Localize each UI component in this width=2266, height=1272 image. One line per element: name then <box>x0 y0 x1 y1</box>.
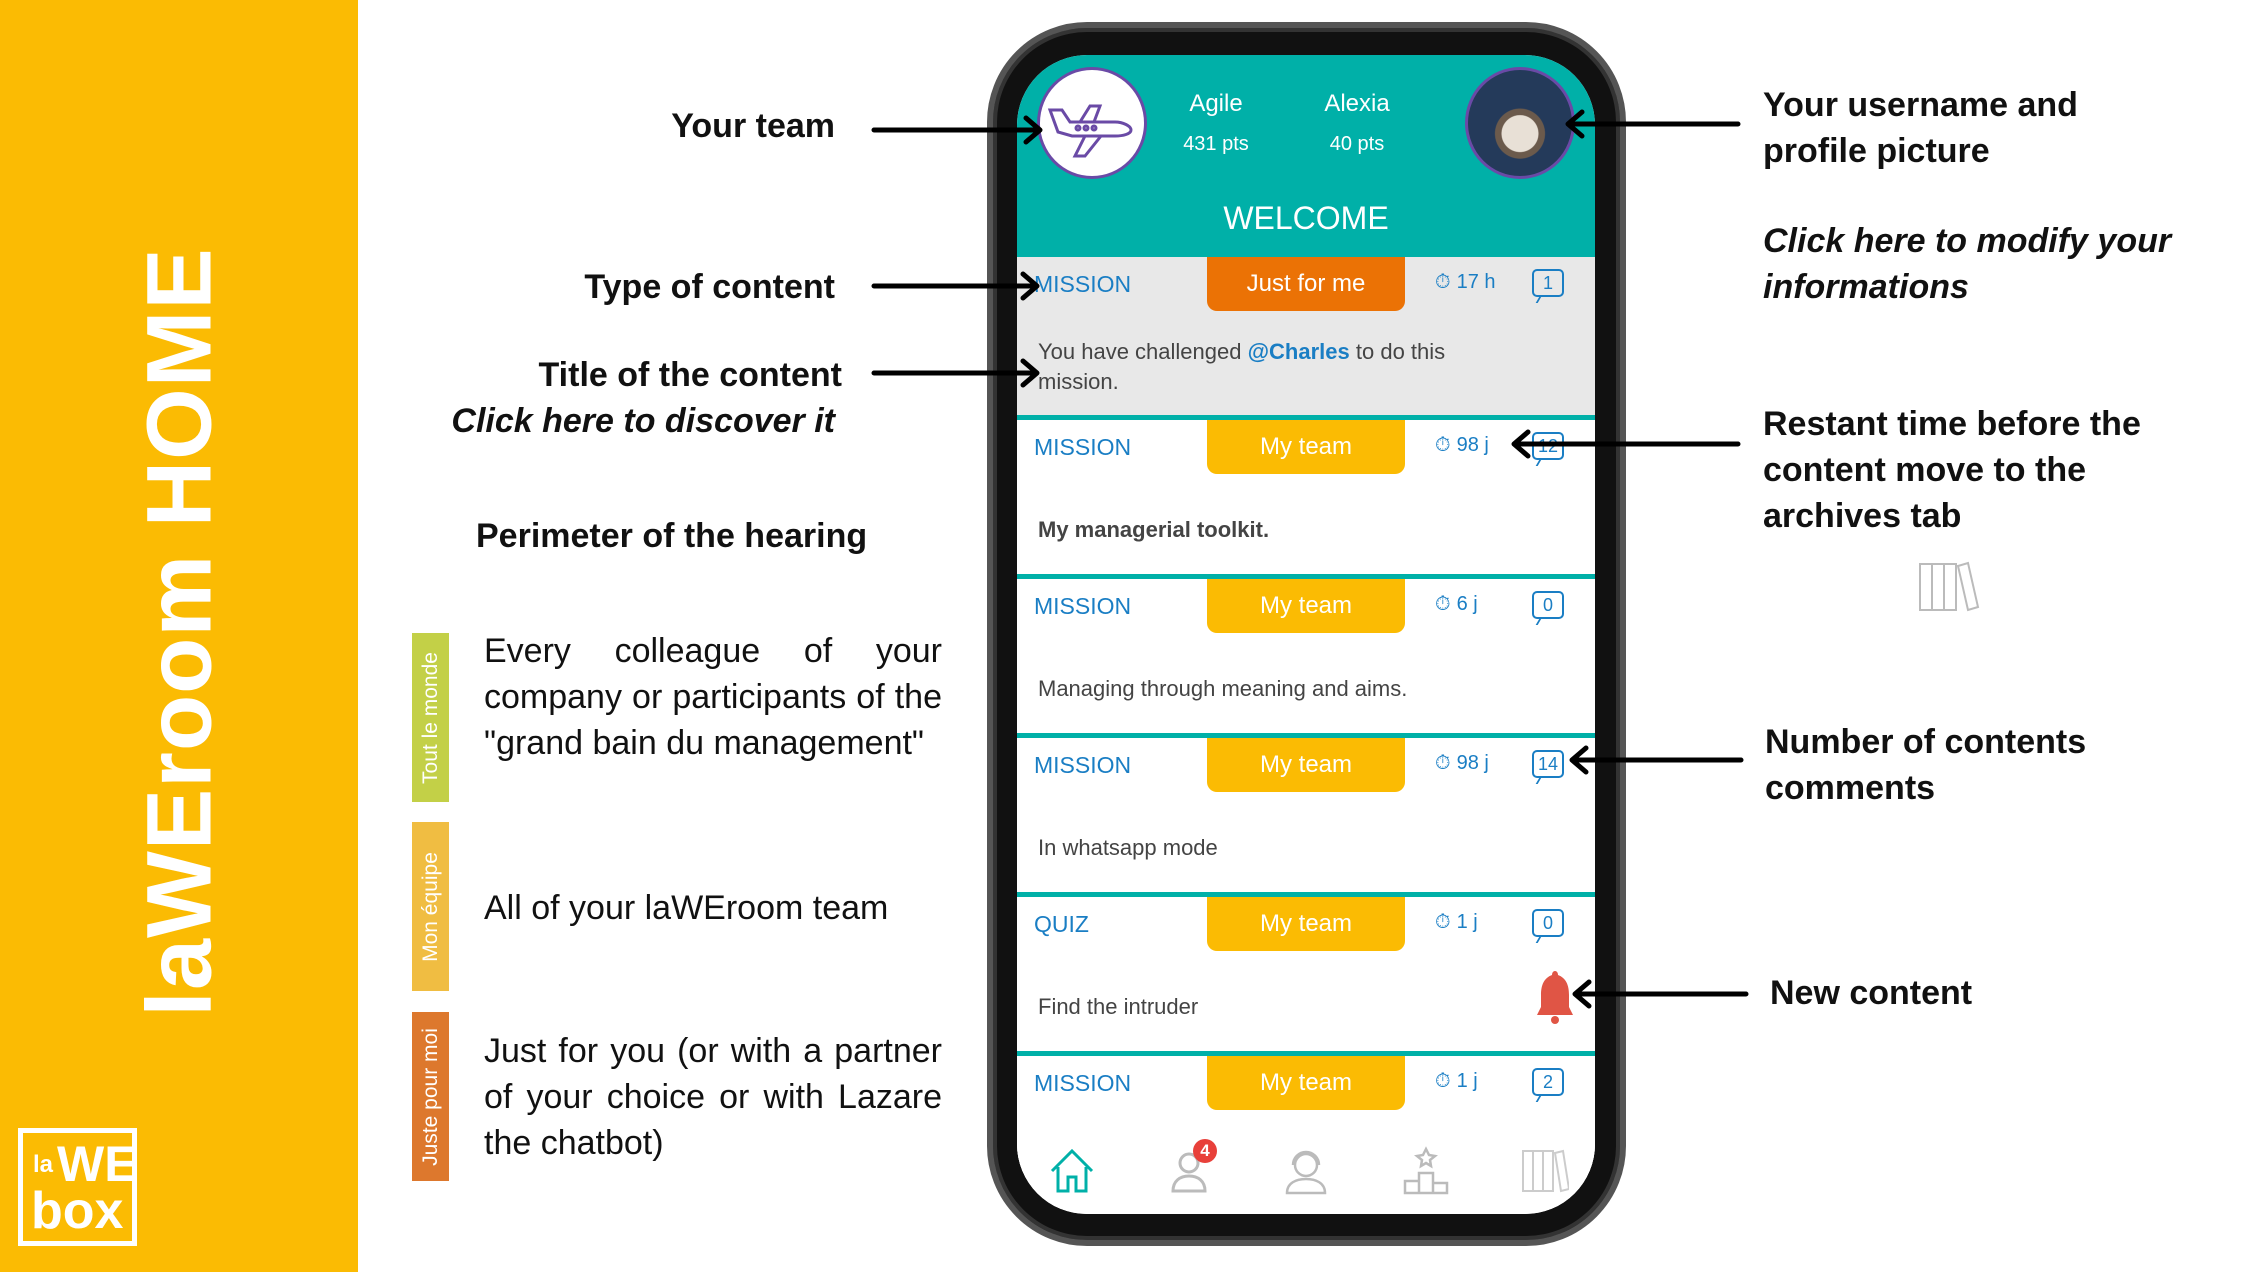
stopwatch-icon: ⏱ <box>1435 434 1451 456</box>
bell-icon <box>1537 971 1573 1024</box>
app-header: Agile 431 pts Alexia 40 pts WELCOME <box>1017 55 1595 257</box>
content-title: My managerial toolkit. <box>1038 517 1270 542</box>
tag-description-team: All of your laWEroom team <box>484 889 889 927</box>
annotation-modify: Click here to modify your informations <box>1763 222 2172 306</box>
annotation-comments: Number of contents comments <box>1765 723 2087 807</box>
annotation-username: Your username and profile picture <box>1763 86 2078 170</box>
content-card[interactable]: MISSION Just for me ⏱17 h 1 You have cha… <box>1017 257 1595 415</box>
stopwatch-icon: ⏱ <box>1435 752 1451 774</box>
time-remaining: ⏱98 j <box>1435 752 1489 774</box>
audience-badge: Just for me <box>1207 257 1405 311</box>
comment-count[interactable]: 0 <box>1532 909 1564 937</box>
audience-badge: My team <box>1207 579 1405 633</box>
team-name: Agile <box>1189 90 1243 117</box>
time-remaining: ⏱98 j <box>1435 434 1489 456</box>
content-card[interactable]: MISSION My team ⏱98 j 12 My managerial t… <box>1017 415 1595 574</box>
time-remaining: ⏱1 j <box>1435 1070 1478 1092</box>
content-type: MISSION <box>1034 752 1132 778</box>
stopwatch-icon: ⏱ <box>1435 271 1451 293</box>
annotation-discover: Click here to discover it <box>451 402 835 440</box>
annotation-restant-time: Restant time before the content move to … <box>1763 405 2141 535</box>
audience-badge: My team <box>1207 1056 1405 1110</box>
user-name: Alexia <box>1324 90 1390 117</box>
welcome-title: WELCOME <box>1223 200 1389 236</box>
comment-count[interactable]: 0 <box>1532 591 1564 619</box>
team-icon[interactable] <box>1167 1145 1217 1195</box>
comment-count[interactable]: 2 <box>1532 1068 1564 1096</box>
content-type: MISSION <box>1034 1070 1132 1096</box>
content-card[interactable]: QUIZ My team ⏱1 j 0 Find the intruder <box>1017 892 1595 1051</box>
content-card[interactable]: MISSION My team ⏱6 j 0 Managing through … <box>1017 574 1595 733</box>
tag-description-everyone: Every colleague of your company or parti… <box>484 632 942 762</box>
content-card[interactable]: MISSION My team ⏱98 j 14 In whatsapp mod… <box>1017 733 1595 892</box>
app-screen: Agile 431 pts Alexia 40 pts WELCOME MISS… <box>1017 55 1595 1214</box>
annotation-new-content: New content <box>1770 974 1973 1012</box>
content-type: QUIZ <box>1034 911 1089 937</box>
content-title: Managing through meaning and aims. <box>1038 676 1408 701</box>
bottom-nav: 4 <box>1017 1135 1595 1214</box>
mention[interactable]: @Charles <box>1247 339 1350 364</box>
content-type: MISSION <box>1034 434 1132 460</box>
audience-badge: My team <box>1207 738 1405 792</box>
content-title: In whatsapp mode <box>1038 835 1218 860</box>
comment-count[interactable]: 1 <box>1532 269 1564 297</box>
airplane-icon <box>1047 104 1133 158</box>
team-avatar[interactable] <box>1037 67 1147 179</box>
time-remaining: ⏱17 h <box>1435 271 1496 293</box>
tag-tout-le-monde: Tout le monde <box>412 633 449 802</box>
annotation-perimeter: Perimeter of the hearing <box>476 517 868 555</box>
notification-badge: 4 <box>1193 1139 1217 1163</box>
tag-mon-equipe: Mon équipe <box>412 822 449 991</box>
tag-description-me: Just for you (or with a partner of your … <box>484 1032 942 1162</box>
user-points: 40 pts <box>1329 133 1385 155</box>
brand-panel <box>0 0 358 1272</box>
archives-icon[interactable] <box>1519 1145 1569 1195</box>
tag-juste-pour-moi: Juste pour moi <box>412 1012 449 1181</box>
comment-count[interactable]: 14 <box>1532 750 1564 778</box>
team-points: 431 pts <box>1183 133 1249 155</box>
slide-title: laWEroom HOME <box>128 247 231 1017</box>
stopwatch-icon: ⏱ <box>1435 911 1451 933</box>
time-remaining: ⏱1 j <box>1435 911 1478 933</box>
profile-picture[interactable] <box>1465 67 1575 179</box>
home-icon[interactable] <box>1047 1145 1097 1195</box>
ranking-icon[interactable] <box>1401 1145 1451 1195</box>
content-title: Find the intruder <box>1038 994 1199 1019</box>
content-title: You have challenged @Charles to do this … <box>1038 339 1446 394</box>
annotation-your-team: Your team <box>671 107 835 145</box>
content-type: MISSION <box>1034 271 1132 297</box>
comment-count[interactable]: 12 <box>1532 432 1564 460</box>
time-remaining: ⏱6 j <box>1435 593 1478 615</box>
annotation-type: Type of content <box>584 268 835 306</box>
audience-badge: My team <box>1207 897 1405 951</box>
stopwatch-icon: ⏱ <box>1435 1070 1451 1092</box>
archives-icon <box>1919 561 1980 612</box>
support-icon[interactable] <box>1281 1145 1331 1195</box>
audience-badge: My team <box>1207 420 1405 474</box>
stopwatch-icon: ⏱ <box>1435 593 1451 615</box>
annotation-title: Title of the content <box>538 356 842 394</box>
content-type: MISSION <box>1034 593 1132 619</box>
